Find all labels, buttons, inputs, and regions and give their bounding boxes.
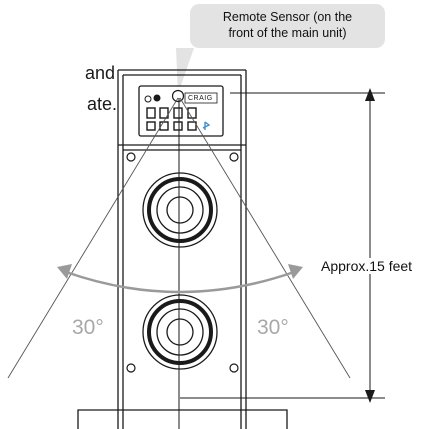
remote-sensor-callout: Remote Sensor (on the front of the main … [190, 4, 385, 48]
angle-label-left: 30° [72, 316, 104, 339]
power-button-icon [153, 94, 161, 102]
dimension-arrow-down-icon [365, 390, 375, 403]
callout-line-2: front of the main unit) [228, 26, 347, 40]
callout-pointer [176, 48, 194, 94]
bluetooth-icon [202, 121, 211, 130]
dimension-arrow-up-icon [365, 88, 375, 101]
upper-speaker-driver [142, 172, 218, 248]
screws [126, 152, 239, 373]
text-fragment-line2: ate. [87, 94, 118, 114]
distance-label: Approx.15 feet [320, 258, 414, 274]
power-led-icon [144, 95, 152, 103]
remote-sensor-icon [171, 89, 185, 103]
callout-line-1: Remote Sensor (on the [222, 10, 353, 24]
right-range-line [179, 97, 351, 379]
speaker-tower [77, 69, 288, 429]
control-panel: CRAIG [138, 85, 224, 137]
lower-speaker-driver [142, 294, 218, 370]
coverage-arc [65, 270, 295, 294]
text-fragment-line1: and [85, 63, 116, 83]
panel-brand: CRAIG [188, 95, 213, 102]
arc-arrow-right-icon [288, 264, 303, 279]
distance-dimension [180, 92, 385, 399]
left-range-line [7, 97, 179, 379]
display-digits [146, 107, 197, 131]
arc-arrow-left-icon [57, 264, 72, 279]
angle-label-right: 30° [257, 316, 289, 339]
